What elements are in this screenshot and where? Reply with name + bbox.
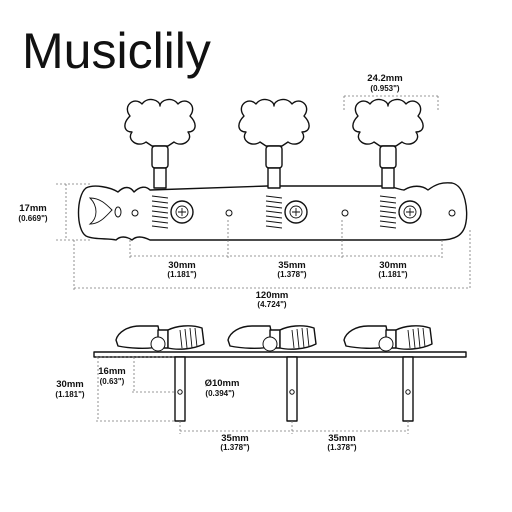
string-roller <box>402 356 414 422</box>
roller-length-dimension: 30mm (1.181") <box>55 356 174 422</box>
roller-length-label: 30mm <box>56 379 83 390</box>
top-spacing-2-label: 35mm <box>278 260 305 271</box>
roller-offset-inch: (0.63") <box>100 377 125 386</box>
tuner-side-2 <box>227 325 317 422</box>
side-plate <box>93 351 467 358</box>
end-slot <box>88 197 113 225</box>
roller-length-inch: (1.181") <box>55 390 84 399</box>
tuner-shaft <box>267 167 281 189</box>
gear-screw <box>289 205 303 219</box>
top-spacing-3-label: 30mm <box>379 260 406 271</box>
top-spacing-1-inch: (1.181") <box>167 270 196 279</box>
total-length-label: 120mm <box>256 290 289 301</box>
worm-thread <box>151 195 169 229</box>
roller-hole <box>177 389 183 395</box>
tuner-top-2 <box>238 98 310 229</box>
brand-title: Musiclily <box>22 23 211 79</box>
worm-thread <box>265 195 283 229</box>
side-spacing-1-label: 35mm <box>221 433 248 444</box>
button-width-inch: (0.953") <box>370 84 399 93</box>
mounting-hole <box>131 209 139 217</box>
top-spacing-1-label: 30mm <box>168 260 195 271</box>
slot-hole <box>114 206 122 218</box>
plate-height-label: 17mm <box>19 203 46 214</box>
side-view: 30mm (1.181") 16mm (0.63") Ø10mm (0.394"… <box>55 325 467 452</box>
string-roller <box>286 356 298 422</box>
side-spacing-dimensions: 35mm (1.378") 35mm (1.378") <box>179 421 409 452</box>
mounting-hole <box>341 209 349 217</box>
screw-cross <box>406 208 414 216</box>
plate-height-inch: (0.669") <box>18 214 47 223</box>
tuner-side-3 <box>343 325 433 422</box>
mounting-hole <box>448 209 456 217</box>
gear-screw <box>175 205 189 219</box>
tuner-shaft <box>381 167 395 189</box>
roller-offset-dimension: 16mm (0.63") <box>98 357 176 393</box>
housing-ridges <box>179 327 198 349</box>
tuner-top-3 <box>352 98 424 229</box>
screw-cross <box>178 208 186 216</box>
button-width-dimension: 24.2mm (0.953") <box>343 73 439 110</box>
top-view: 24.2mm (0.953") 17mm (0.669") <box>18 73 471 309</box>
side-spacing-1-inch: (1.378") <box>220 443 249 452</box>
tuner-side-1 <box>115 325 205 422</box>
side-gear <box>378 336 394 352</box>
roller-diameter-label-group: Ø10mm (0.394") <box>205 378 240 398</box>
tuner-shaft <box>153 167 167 189</box>
gear-screw <box>403 205 417 219</box>
side-spacing-2-label: 35mm <box>328 433 355 444</box>
roller-diameter-label: Ø10mm <box>205 378 240 389</box>
housing-ridges <box>407 327 426 349</box>
tuner-top-1 <box>124 98 196 229</box>
roller-hole <box>405 389 411 395</box>
side-gear <box>150 336 166 352</box>
side-gear <box>262 336 278 352</box>
top-spacing-dimensions: 30mm (1.181") 35mm (1.378") 30mm (1.181"… <box>129 220 443 279</box>
housing-ridges <box>291 327 310 349</box>
button-stem <box>379 145 397 169</box>
button-stem <box>151 145 169 169</box>
mounting-hole <box>225 209 233 217</box>
side-spacing-2-inch: (1.378") <box>327 443 356 452</box>
total-length-inch: (4.724") <box>257 300 286 309</box>
total-length-dimension: 120mm (4.724") <box>73 230 471 309</box>
screw-cross <box>292 208 300 216</box>
worm-thread <box>379 195 397 229</box>
button-width-label: 24.2mm <box>367 73 402 84</box>
button-knob <box>352 98 424 147</box>
button-knob <box>124 98 196 147</box>
string-roller <box>174 356 186 422</box>
top-spacing-3-inch: (1.181") <box>378 270 407 279</box>
top-spacing-2-inch: (1.378") <box>277 270 306 279</box>
roller-hole <box>289 389 295 395</box>
button-stem <box>265 145 283 169</box>
roller-offset-label: 16mm <box>98 366 125 377</box>
roller-diameter-inch: (0.394") <box>205 389 234 398</box>
button-knob <box>238 98 310 147</box>
